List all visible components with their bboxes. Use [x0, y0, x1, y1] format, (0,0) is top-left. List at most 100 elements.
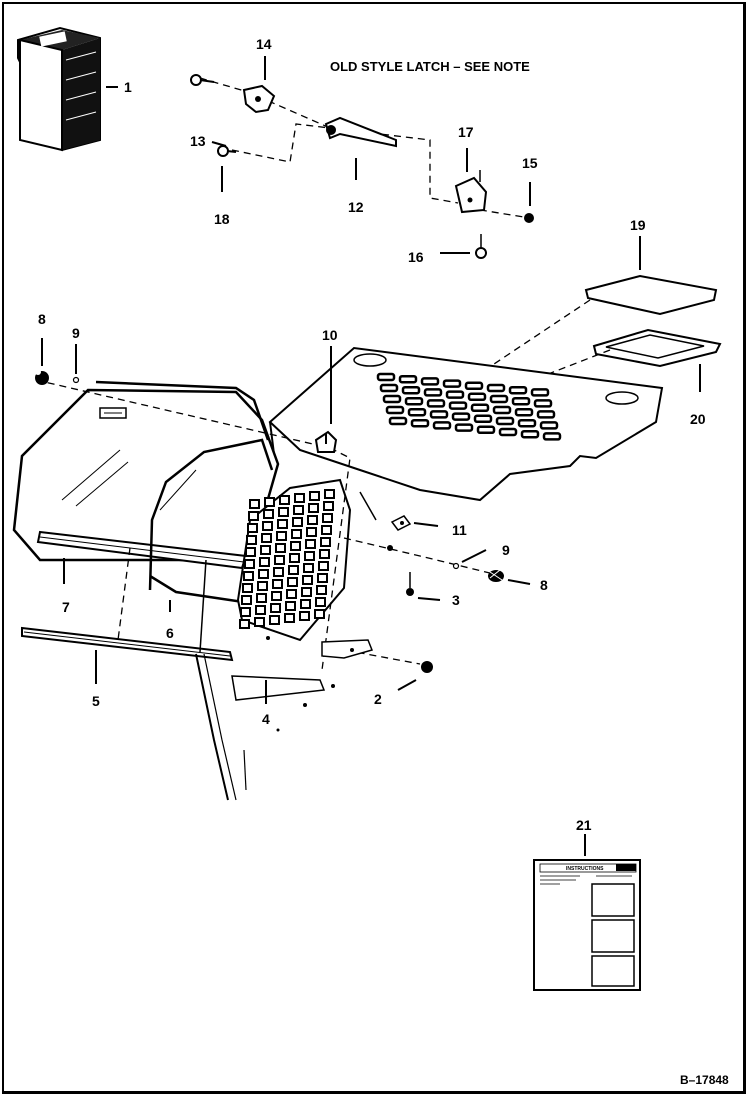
- mesh-cell: [245, 547, 256, 557]
- part-10-hinge: [314, 430, 338, 453]
- callout-5: 5: [92, 693, 100, 709]
- vent-slot: [470, 403, 490, 413]
- mesh-cell: [244, 559, 255, 569]
- mesh-cell: [262, 521, 273, 531]
- vent-slot: [423, 388, 443, 397]
- callout-4: 4: [262, 711, 270, 727]
- mesh-cell: [287, 577, 298, 587]
- vent-slot: [517, 418, 537, 428]
- mesh-cell: [246, 535, 257, 545]
- part-6-seal: [148, 438, 274, 591]
- mesh-cell: [278, 507, 289, 517]
- vent-slot: [448, 401, 468, 410]
- mesh-cell: [249, 499, 260, 509]
- mesh-cell: [314, 609, 325, 619]
- mesh-cell: [257, 581, 268, 591]
- mesh-cell: [255, 605, 266, 615]
- latch-assembly: [190, 74, 534, 259]
- mesh-cell: [317, 573, 328, 583]
- mesh-cell: [305, 539, 316, 549]
- mesh-cell: [320, 537, 331, 547]
- callout-15: 15: [522, 155, 538, 171]
- mesh-cell: [279, 495, 290, 505]
- callout-14: 14: [256, 36, 272, 52]
- callout-6: 6: [166, 625, 174, 641]
- mesh-cell: [292, 517, 303, 527]
- mesh-cell: [240, 607, 251, 617]
- callout-labels: 1 2 3 4 5 6 7 8 8 9 9 10 11 12 13 14 15 …: [38, 36, 706, 833]
- part-1-kit-box: [17, 26, 101, 152]
- mesh-cell: [260, 545, 271, 555]
- mesh-cell: [277, 519, 288, 529]
- part-3-screw: [406, 588, 414, 596]
- vent-slot: [473, 414, 493, 424]
- vent-slot: [454, 423, 474, 432]
- vent-slot: [542, 432, 562, 441]
- vent-slot: [476, 425, 496, 435]
- callout-3: 3: [452, 592, 460, 608]
- part-4-bracket: [231, 639, 374, 701]
- vent-slot: [401, 385, 421, 395]
- vent-slot: [492, 405, 512, 415]
- figure-reference: B–17848: [680, 1073, 729, 1087]
- callout-16: 16: [408, 249, 424, 265]
- top-panel: [268, 346, 664, 502]
- vent-slot: [539, 421, 559, 430]
- mesh-cell: [299, 611, 310, 621]
- mesh-cell: [300, 599, 311, 609]
- part-7-door-glass: [12, 380, 280, 570]
- callout-20: 20: [690, 411, 706, 427]
- vent-slot: [508, 385, 528, 395]
- mesh-cell: [323, 501, 334, 511]
- vent-slot: [429, 410, 449, 419]
- mesh-cell: [316, 585, 327, 595]
- mesh-cell: [241, 595, 252, 605]
- vent-slot: [385, 405, 405, 415]
- callout-11: 11: [452, 522, 467, 538]
- mesh-cell: [270, 603, 281, 613]
- part-11-clip: [390, 515, 412, 531]
- mesh-cell: [248, 511, 259, 521]
- vent-slot: [432, 421, 452, 430]
- part-9-washer-right: [452, 562, 460, 570]
- part-5-strip: [21, 626, 234, 662]
- mesh-cell: [259, 557, 270, 567]
- vent-slot: [495, 416, 515, 426]
- part-2-nut: [421, 661, 433, 673]
- vent-slot: [404, 396, 424, 406]
- vent-slot: [486, 383, 506, 393]
- mesh-cell: [307, 515, 318, 525]
- mesh-cell: [276, 531, 287, 541]
- mesh-cell: [261, 533, 272, 543]
- vent-slot: [451, 412, 471, 421]
- mesh-cell: [272, 579, 283, 589]
- vent-slot: [379, 383, 399, 393]
- vent-slot: [514, 407, 534, 417]
- mesh-cell: [293, 505, 304, 515]
- callout-10: 10: [322, 327, 338, 343]
- mesh-cell: [302, 575, 313, 585]
- callout-7: 7: [62, 599, 70, 615]
- mesh-cell: [308, 503, 319, 513]
- vent-slot: [498, 427, 518, 437]
- vent-slot: [410, 418, 430, 428]
- mesh-cell: [264, 497, 275, 507]
- vent-slot: [520, 429, 540, 439]
- mesh-cell: [284, 613, 295, 623]
- mesh-cell: [275, 543, 286, 553]
- mesh-cell: [288, 565, 299, 575]
- callout-21: 21: [576, 817, 592, 833]
- mesh-cell: [285, 601, 296, 611]
- mesh-cell: [258, 569, 269, 579]
- part-20-gasket: [592, 328, 722, 368]
- vent-slot: [376, 372, 396, 382]
- callout-8-right: 8: [540, 577, 548, 593]
- callout-9-right: 9: [502, 542, 510, 558]
- vent-slot: [530, 388, 550, 397]
- vent-slot: [445, 390, 465, 399]
- side-mesh-screen: [236, 478, 352, 642]
- mesh-cell: [247, 523, 258, 533]
- part-9-washer-left: [72, 376, 80, 384]
- vent-slot: [511, 396, 531, 406]
